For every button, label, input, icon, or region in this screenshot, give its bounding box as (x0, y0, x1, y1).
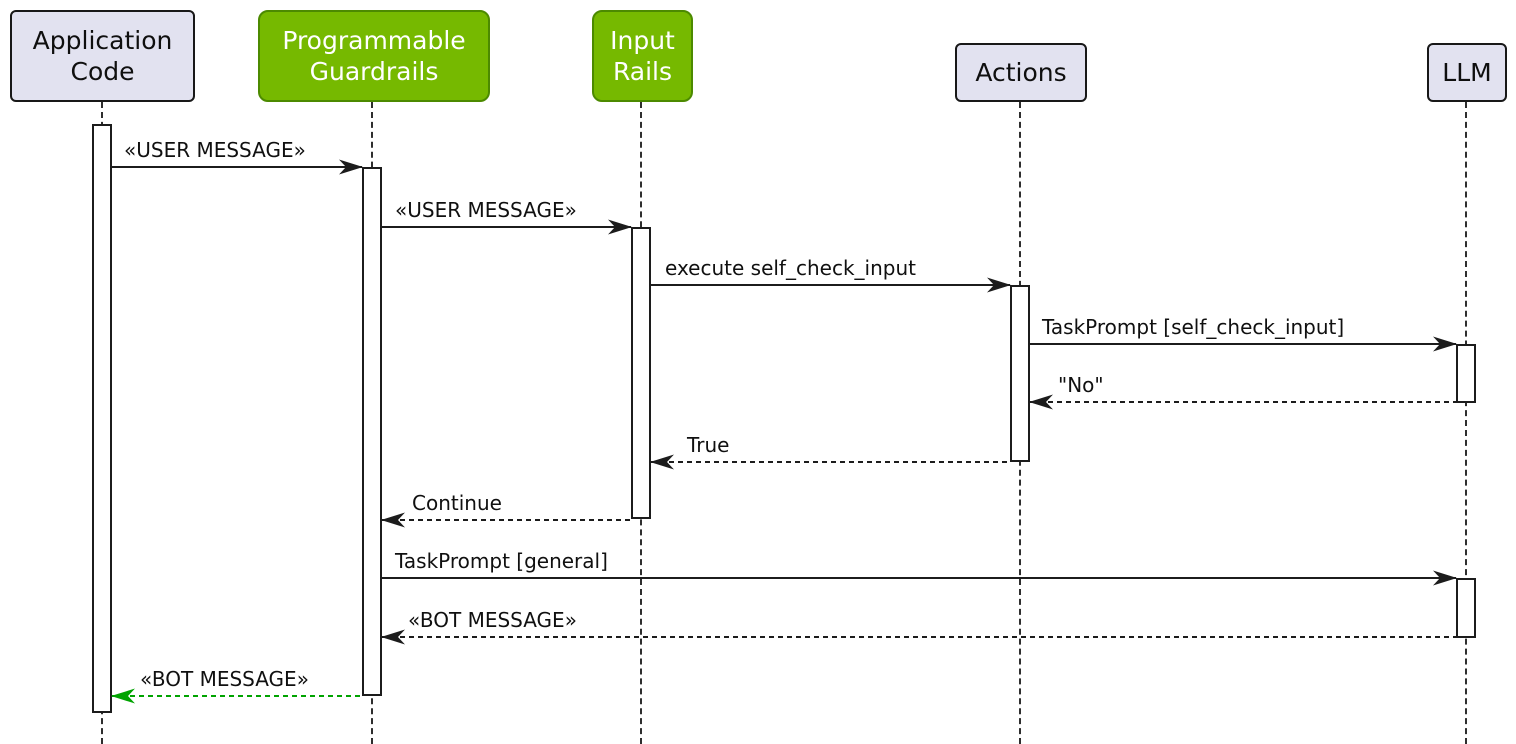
participant-label: Programmable (282, 25, 466, 55)
participant-label: Input (610, 25, 675, 55)
participant-label: Application (32, 25, 173, 55)
message-line-8 (382, 636, 1456, 638)
arrowhead-icon (987, 277, 1011, 293)
message-label-9: «BOT MESSAGE» (140, 667, 309, 691)
activation-bar-llm-5 (1456, 578, 1476, 638)
arrowhead-icon (608, 219, 632, 235)
arrowhead-icon (111, 688, 135, 704)
message-line-5 (651, 461, 1010, 463)
message-label-8: «BOT MESSAGE» (408, 608, 577, 632)
message-label-0: «USER MESSAGE» (124, 138, 306, 162)
message-label-5: True (687, 433, 730, 457)
arrowhead-icon (381, 512, 405, 528)
activation-bar-actions-3 (1010, 285, 1030, 462)
arrowhead-icon (1433, 336, 1457, 352)
message-label-7: TaskPrompt [general] (395, 549, 608, 573)
activation-bar-programmable-guardrails-1 (362, 167, 382, 696)
message-label-3: TaskPrompt [self_check_input] (1042, 315, 1345, 339)
participant-label: LLM (1442, 57, 1492, 87)
lifeline-llm (1465, 102, 1467, 744)
activation-bar-input-rails-2 (631, 227, 651, 519)
message-line-1 (382, 226, 631, 228)
participant-label: Guardrails (309, 57, 439, 86)
message-line-9 (112, 695, 362, 697)
message-line-0 (112, 166, 362, 168)
arrowhead-icon (650, 454, 674, 470)
message-line-7 (382, 577, 1456, 579)
message-label-4: "No" (1058, 373, 1104, 397)
activation-bar-application-code-0 (92, 124, 112, 713)
arrowhead-icon (381, 629, 405, 645)
message-line-3 (1030, 343, 1456, 345)
message-label-2: execute self_check_input (665, 256, 916, 280)
participant-llm: LLM (1427, 43, 1507, 102)
participant-label: Code (70, 57, 135, 86)
message-label-6: Continue (412, 491, 502, 515)
arrowhead-icon (339, 159, 363, 175)
message-line-2 (651, 284, 1010, 286)
message-line-4 (1030, 401, 1456, 403)
message-label-1: «USER MESSAGE» (395, 198, 577, 222)
participant-label: Actions (975, 57, 1067, 87)
arrowhead-icon (1029, 394, 1053, 410)
participant-actions: Actions (955, 43, 1087, 102)
arrowhead-icon (1433, 570, 1457, 586)
activation-bar-llm-4 (1456, 344, 1476, 403)
participant-label: Rails (612, 57, 673, 86)
message-line-6 (382, 519, 631, 521)
